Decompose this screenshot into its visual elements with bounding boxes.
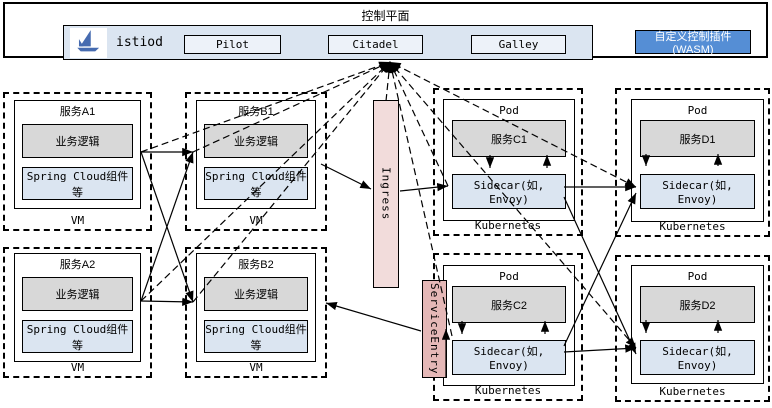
- sidecar-box: Sidecar(如, Envoy): [452, 174, 566, 209]
- wasm-plugin-badge: 自定义控制插件(WASM): [635, 30, 751, 56]
- vm-label: VM: [249, 214, 263, 227]
- service-box-b2: 服务B2 业务逻辑 Spring Cloud组件等: [196, 253, 316, 362]
- control-plane-panel: 控制平面 istiod Pilot Citadel Galley 自定义控制插件…: [3, 2, 768, 60]
- vm-label: VM: [70, 214, 85, 227]
- service-box-b1: 服务B1 业务逻辑 Spring Cloud组件等: [196, 100, 316, 209]
- service-title: 服务A1: [59, 106, 96, 118]
- component-citadel: Citadel: [328, 35, 423, 54]
- kubernetes-label: Kubernetes: [474, 384, 542, 397]
- k8s-group-d2: Pod 服务D2 Sidecar(如, Envoy) Kubernetes: [615, 255, 770, 402]
- spring-cloud-box: Spring Cloud组件等: [22, 320, 133, 353]
- pod-box-c1: Pod 服务C1 Sidecar(如, Envoy): [443, 99, 575, 221]
- sidecar-box: Sidecar(如, Envoy): [452, 340, 566, 375]
- pod-service-box: 服务D2: [640, 286, 755, 323]
- pod-service-box: 服务D1: [640, 120, 755, 157]
- pod-label: Pod: [687, 270, 708, 283]
- k8s-group-c2: Pod 服务C2 Sidecar(如, Envoy) Kubernetes: [433, 253, 583, 401]
- service-title: 服务B1: [238, 106, 274, 118]
- service-box-a2: 服务A2 业务逻辑 Spring Cloud组件等: [14, 253, 141, 362]
- pod-box-d2: Pod 服务D2 Sidecar(如, Envoy): [631, 265, 764, 384]
- service-title: 服务A2: [59, 259, 96, 271]
- business-logic-box: 业务逻辑: [22, 124, 133, 158]
- business-logic-box: 业务逻辑: [204, 277, 308, 311]
- k8s-group-d1: Pod 服务D1 Sidecar(如, Envoy) Kubernetes: [615, 88, 770, 237]
- pod-box-c2: Pod 服务C2 Sidecar(如, Envoy): [443, 265, 575, 386]
- istiod-panel: istiod Pilot Citadel Galley: [63, 25, 593, 60]
- sidecar-box: Sidecar(如, Envoy): [640, 340, 755, 375]
- pod-service-box: 服务C2: [452, 286, 566, 323]
- pod-label: Pod: [499, 104, 519, 117]
- vm-group-a1: 服务A1 业务逻辑 Spring Cloud组件等 VM: [3, 92, 152, 231]
- business-logic-box: 业务逻辑: [22, 277, 133, 311]
- kubernetes-label: Kubernetes: [474, 219, 542, 232]
- ingress-gateway: Ingress: [373, 100, 399, 288]
- control-plane-title: 控制平面: [361, 9, 410, 23]
- pod-service-box: 服务C1: [452, 120, 566, 157]
- pod-label: Pod: [687, 104, 708, 117]
- component-pilot: Pilot: [184, 35, 281, 54]
- component-galley: Galley: [471, 35, 566, 54]
- service-title: 服务B2: [238, 259, 274, 271]
- sidecar-box: Sidecar(如, Envoy): [640, 174, 755, 209]
- vm-group-b1: 服务B1 业务逻辑 Spring Cloud组件等 VM: [185, 92, 327, 231]
- service-box-a1: 服务A1 业务逻辑 Spring Cloud组件等: [14, 100, 141, 209]
- business-logic-box: 业务逻辑: [204, 124, 308, 158]
- service-entry-gateway: ServiceEntry: [422, 280, 447, 378]
- vm-label: VM: [249, 361, 263, 374]
- k8s-group-c1: Pod 服务C1 Sidecar(如, Envoy) Kubernetes: [433, 88, 583, 236]
- vm-group-b2: 服务B2 业务逻辑 Spring Cloud组件等 VM: [185, 247, 327, 378]
- kubernetes-label: Kubernetes: [659, 385, 726, 398]
- pod-box-d1: Pod 服务D1 Sidecar(如, Envoy): [631, 99, 764, 222]
- istio-logo-icon: [70, 28, 107, 58]
- spring-cloud-box: Spring Cloud组件等: [204, 320, 308, 353]
- vm-label: VM: [70, 361, 85, 374]
- pod-label: Pod: [499, 270, 519, 283]
- spring-cloud-box: Spring Cloud组件等: [204, 167, 308, 200]
- kubernetes-label: Kubernetes: [659, 220, 726, 233]
- spring-cloud-box: Spring Cloud组件等: [22, 167, 133, 200]
- istiod-label: istiod: [116, 35, 163, 50]
- vm-group-a2: 服务A2 业务逻辑 Spring Cloud组件等 VM: [3, 247, 152, 378]
